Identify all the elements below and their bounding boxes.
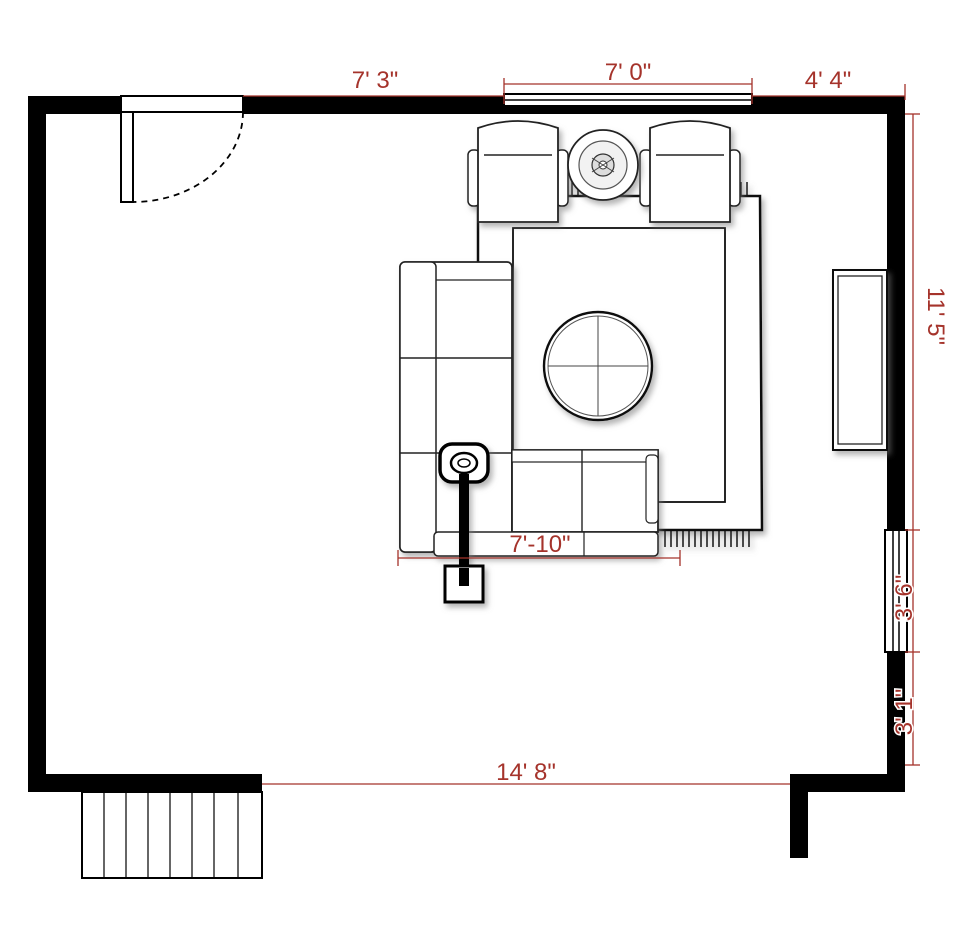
stairs-icon [81, 791, 263, 879]
dim-top-left-wall: 7' 3" [352, 67, 398, 94]
dim-right-window: 3' 6" [891, 575, 918, 621]
wall-right-upper [887, 96, 905, 530]
dim-top-window: 7' 0" [605, 59, 651, 86]
top-window [503, 93, 753, 107]
dim-sectional-width: 7'-10" [509, 531, 570, 558]
wall-right-lower [887, 652, 905, 792]
dimension-labels: 7' 3" 7' 0" 4' 4" 11' 5" 3' 6" 3' 1" 14'… [352, 59, 949, 786]
dim-top-right-wall: 4' 4" [805, 67, 851, 94]
armchair-right-icon [639, 120, 741, 223]
door-swing-icon [120, 95, 244, 203]
media-console-icon [832, 269, 888, 451]
round-ottoman-icon [542, 310, 654, 422]
armchair-left-icon [467, 120, 569, 223]
right-window [884, 529, 908, 653]
wall-bottom-right [790, 774, 905, 792]
dim-right-upper-wall: 11' 5" [922, 287, 949, 345]
wall-bottom-left [28, 774, 262, 792]
dim-right-lower-wall: 3' 1" [891, 689, 918, 735]
floor-lamp-icon [438, 442, 490, 604]
dim-bottom-opening: 14' 8" [496, 759, 556, 786]
wall-top-left [28, 96, 123, 114]
dimension-lines [243, 78, 920, 785]
walls [28, 96, 905, 858]
round-side-table-icon [567, 129, 639, 201]
wall-bottom-stub [790, 774, 808, 858]
wall-left [28, 96, 46, 792]
